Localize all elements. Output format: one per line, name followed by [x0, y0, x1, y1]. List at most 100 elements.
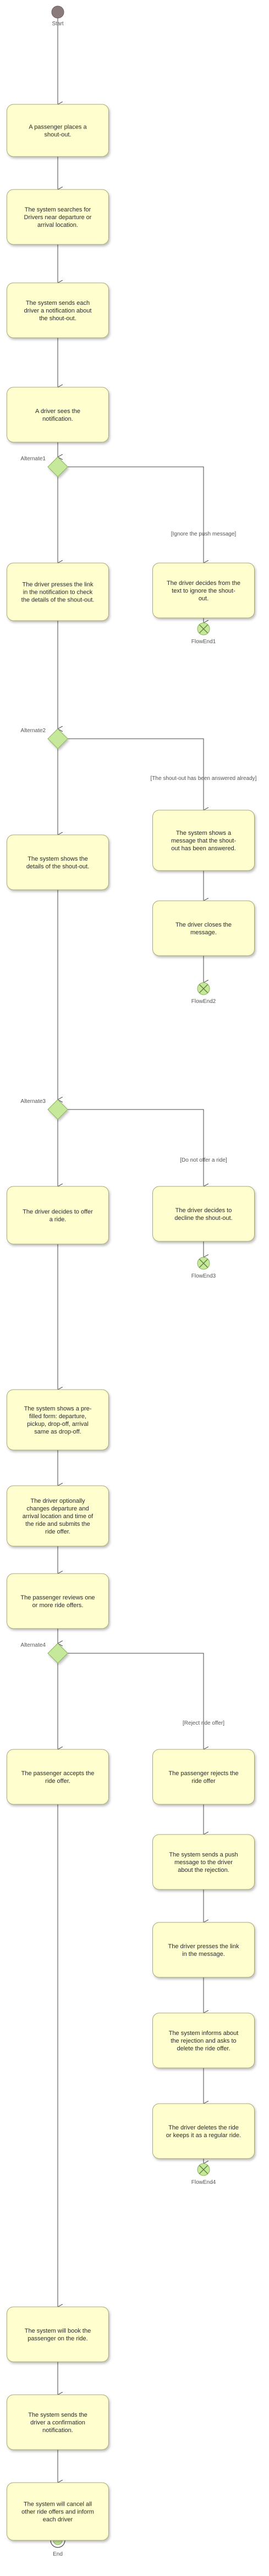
activity-box: [7, 104, 109, 157]
activity-text: ride offer: [191, 1778, 216, 1785]
activity-text: out has been answered.: [171, 845, 235, 852]
activity-box: [7, 189, 109, 245]
activity-box: [152, 810, 255, 871]
activity-text: driver a confirmation: [30, 2419, 85, 2426]
decision-diamond: [47, 728, 68, 749]
activity-a8: The system shows a pre-filled form: depa…: [7, 1389, 109, 1451]
activity-text: a ride.: [50, 1217, 67, 1223]
activity-text: The driver deletes the ride: [168, 2125, 239, 2131]
activity-box: [7, 1485, 109, 1547]
activity-text: or more ride offers.: [32, 1602, 84, 1609]
activity-text: the rejection and asks to: [171, 2038, 236, 2044]
activity-text: The system shows the: [28, 856, 87, 862]
flow-end-label: FlowEnd3: [191, 1273, 216, 1279]
activity-text: Drivers near departure or: [24, 214, 92, 221]
flow-end-fe1: FlowEnd1: [191, 622, 216, 645]
activity-box: [7, 282, 109, 338]
activity-text: or keeps it as a regular ride.: [166, 2132, 241, 2139]
activity-box: [7, 1573, 109, 1629]
flow-end-label: FlowEnd4: [191, 2179, 216, 2185]
activity-text: The driver decides from the: [167, 580, 240, 587]
guard-label: [Ignore the push message]: [171, 531, 237, 537]
activity-text: other ride offers and inform: [21, 2509, 94, 2516]
activity-box: [7, 387, 109, 443]
guard-label: [Do not offer a ride]: [180, 1157, 227, 1163]
activity-text: The system will book the: [25, 2328, 91, 2334]
activity-box: [152, 1922, 255, 1978]
activity-text: The driver presses the link: [168, 1943, 239, 1950]
activity-text: The driver optionally: [30, 1498, 85, 1504]
start-node: [51, 5, 64, 19]
flow-edge: [68, 1653, 204, 1749]
activity-text: passenger on the ride.: [28, 2335, 87, 2342]
flow-end-cross: [199, 2165, 208, 2174]
activity-text: The system shows a: [176, 830, 232, 837]
activity-text: The driver decides to offer: [23, 1209, 93, 1215]
activity-text: text to ignore the shout-: [172, 588, 235, 594]
activity-text: A driver sees the: [35, 408, 80, 415]
activity-text: arrival location and time of: [23, 1513, 94, 1520]
activity-text: about the rejection.: [178, 1867, 229, 1874]
activity-text: The system shows a pre-: [24, 1406, 92, 1412]
activity-text: A passenger places a: [29, 124, 87, 131]
activity-text: The passenger rejects the: [168, 1770, 238, 1777]
activity-text: the shout-out.: [39, 315, 76, 322]
activity-text: The driver closes the: [175, 922, 232, 928]
decision-diamond: [47, 1099, 68, 1120]
activity-box: [7, 562, 109, 621]
activity-a7: The driver decides to offer a ride.: [7, 1186, 109, 1245]
activity-text: pickup, drop-off, arrival: [27, 1421, 89, 1428]
decision-label: Alternate1: [20, 456, 46, 462]
decision-label: Alternate2: [20, 728, 46, 734]
activity-text: the ride and submits the: [25, 1521, 90, 1527]
decision-diamond: [47, 456, 68, 477]
activity-text: same as drop-off.: [34, 1429, 81, 1435]
flow-end-fe3: FlowEnd3: [191, 1257, 216, 1279]
activity-box: [152, 1834, 255, 1890]
activity-text: message to the driver: [174, 1859, 233, 1866]
decision-dec2: Alternate2: [20, 728, 68, 749]
decision-dec4: Alternate4: [20, 1642, 68, 1664]
activity-box: [7, 834, 109, 890]
flow-edge: [68, 466, 204, 563]
activity-text: notification.: [42, 416, 73, 422]
flow-edge: [68, 738, 204, 810]
activity-text: The system sends a push: [169, 1852, 238, 1858]
activity-text: ride offer.: [45, 1778, 70, 1785]
guard-label: [The shout-out has been answered already…: [151, 776, 257, 782]
activity-text: notification.: [42, 2427, 73, 2434]
activity-box: [7, 2394, 109, 2450]
activity-box: [152, 1186, 255, 1242]
activity-text: shout-out.: [45, 132, 72, 138]
flow-end-label: FlowEnd1: [191, 639, 216, 645]
decision-dec3: Alternate3: [20, 1099, 68, 1120]
activity-box: [152, 2012, 255, 2068]
activity-text: details of the shout-out.: [26, 863, 89, 870]
activity-box: [152, 1749, 255, 1805]
decision-label: Alternate3: [20, 1099, 46, 1105]
activity-box: [152, 562, 255, 618]
flow-end-cross: [199, 984, 208, 993]
activity-box: [152, 2103, 255, 2159]
activity-text: The passenger accepts the: [21, 1770, 95, 1777]
activity-box: [7, 1389, 109, 1451]
activity-text: arrival location.: [37, 222, 78, 228]
activity-text: delete the ride offer.: [177, 2045, 230, 2052]
activity-box: [7, 2482, 109, 2541]
